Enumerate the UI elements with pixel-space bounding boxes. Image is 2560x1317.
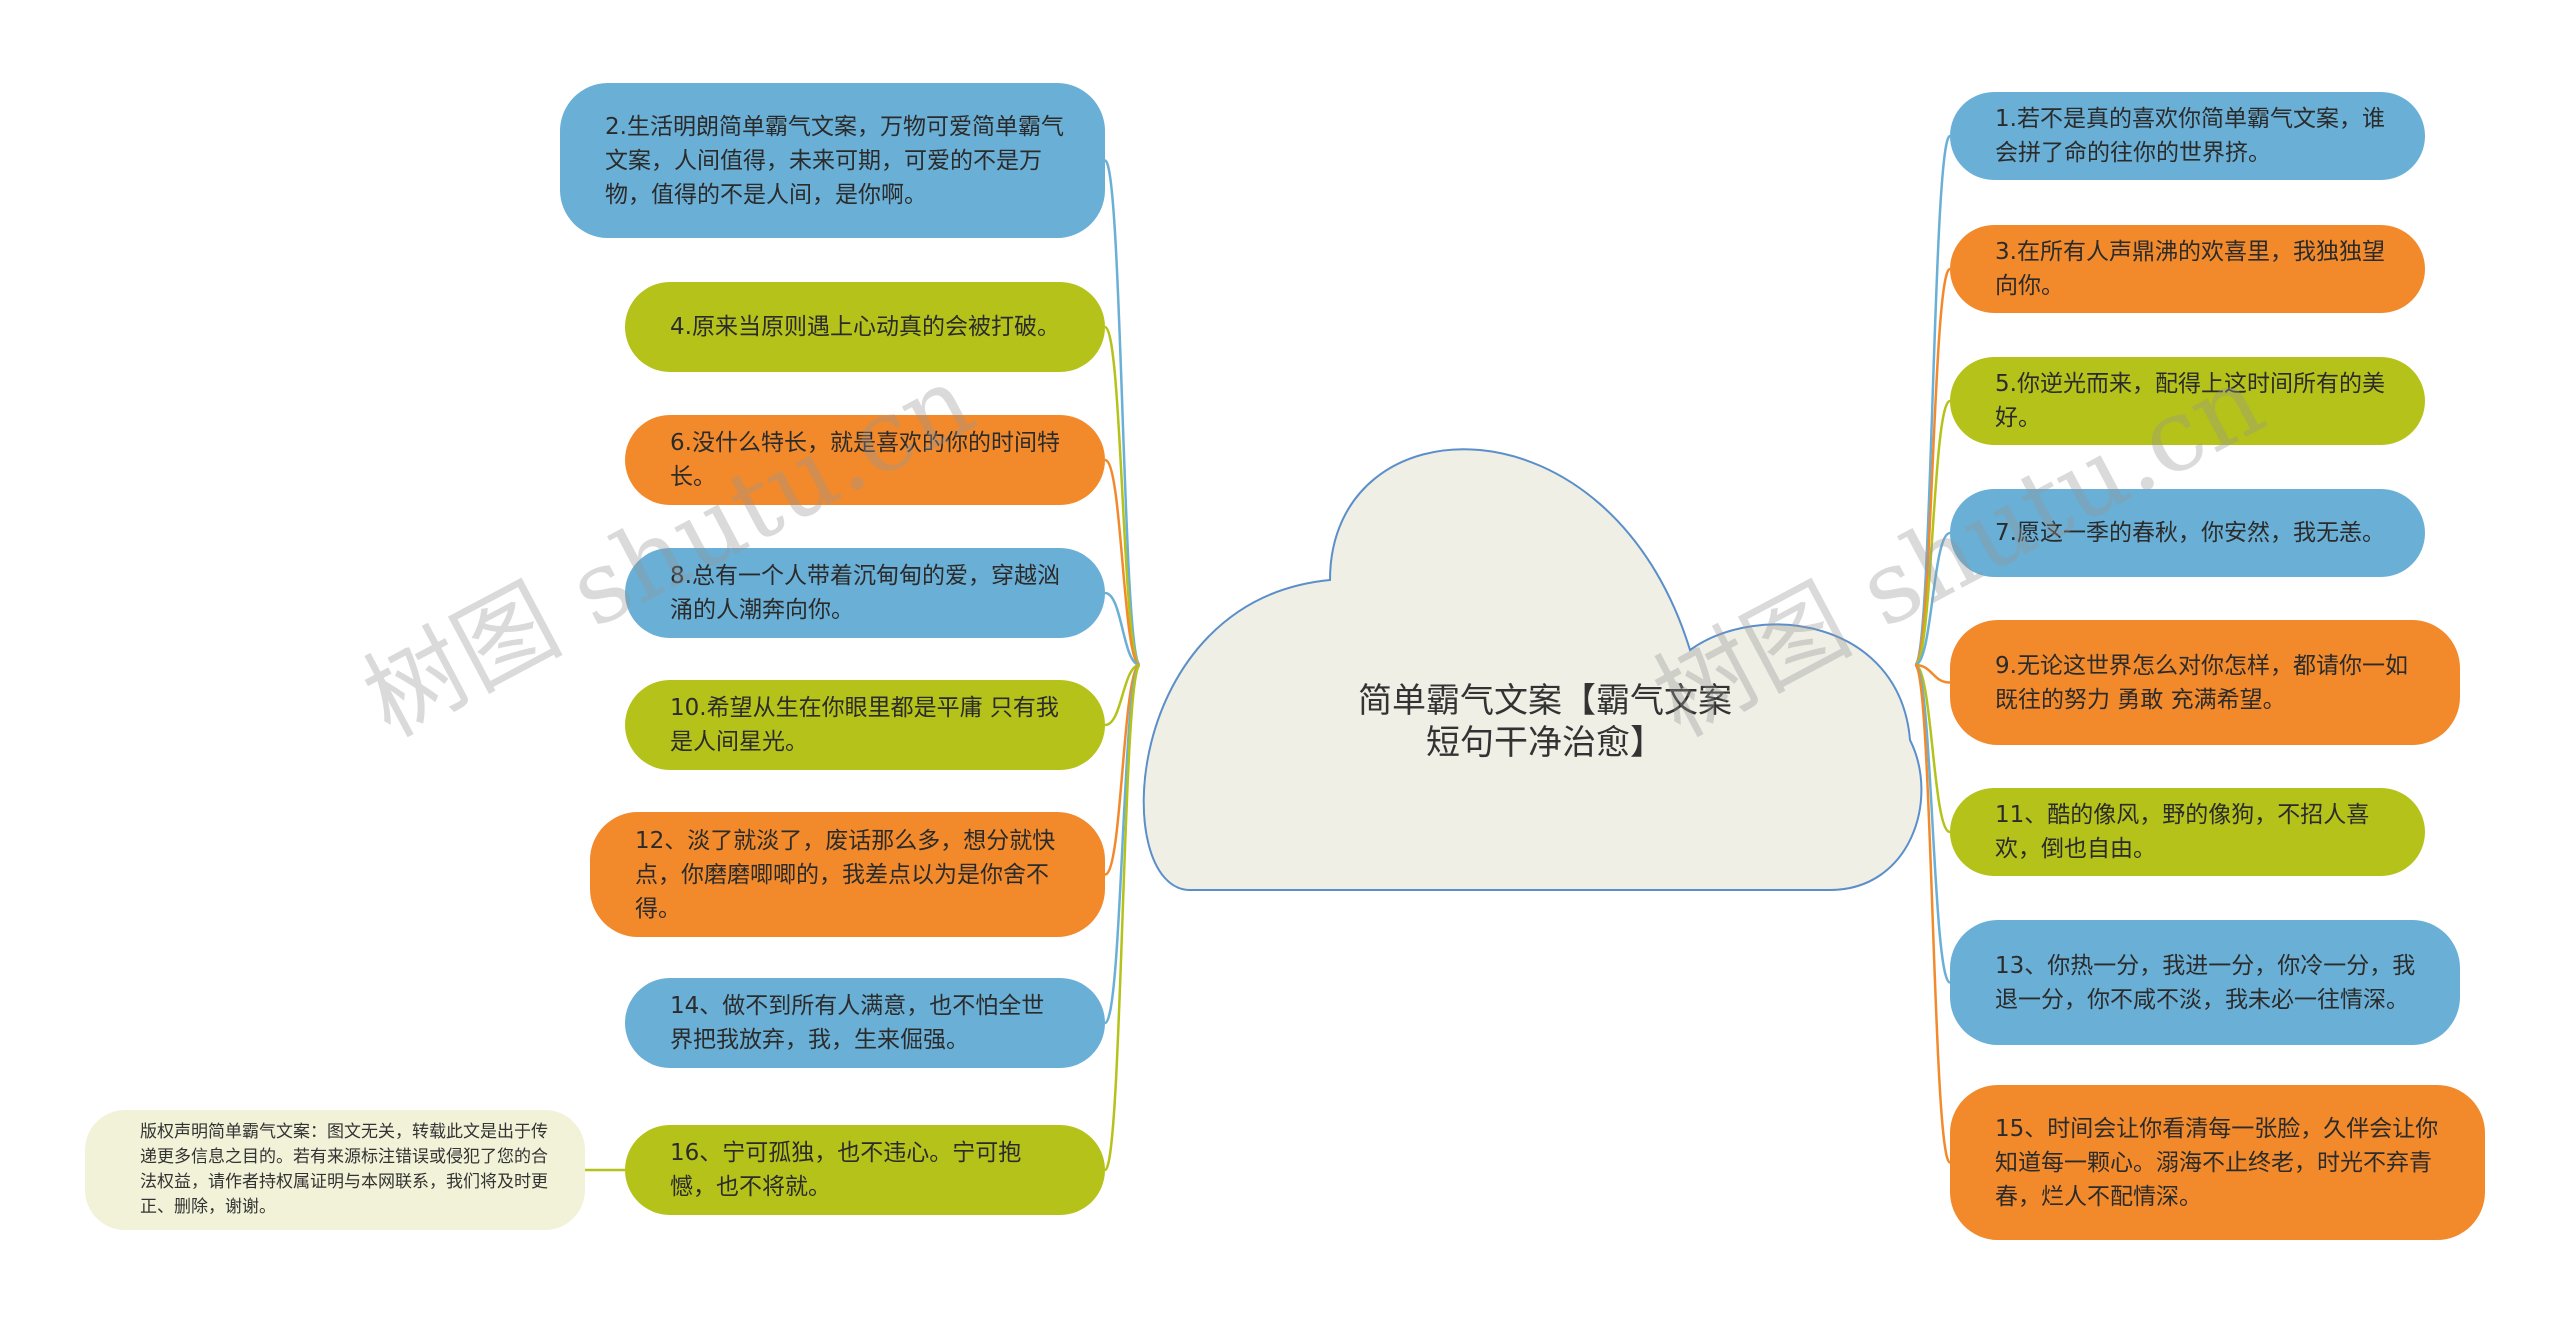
right-node-7[interactable]: 7.愿这一季的春秋，你安然，我无恙。 [1950,489,2425,577]
right-node-1[interactable]: 1.若不是真的喜欢你简单霸气文案，谁会拼了命的往你的世界挤。 [1950,92,2425,180]
left-node-16[interactable]: 16、宁可孤独，也不违心。宁可抱憾，也不将就。 [625,1125,1105,1215]
left-node-4[interactable]: 4.原来当原则遇上心动真的会被打破。 [625,282,1105,372]
connector-left-2 [1104,458,1141,667]
connector-left-4 [1104,663,1141,727]
right-node-5[interactable]: 5.你逆光而来，配得上这时间所有的美好。 [1950,357,2425,445]
right-node-9[interactable]: 9.无论这世界怎么对你怎样，都请你一如既往的努力 勇敢 充满希望。 [1950,620,2460,745]
connector-right-2 [1913,399,1952,667]
right-node-3[interactable]: 3.在所有人声鼎沸的欢喜里，我独独望向你。 [1950,225,2425,313]
left-node-2[interactable]: 2.生活明朗简单霸气文案，万物可爱简单霸气文案，人间值得，未来可期，可爱的不是万… [560,83,1105,238]
connectors [585,134,1952,1172]
connector-left-3 [1104,591,1141,667]
connector-left-1 [1103,325,1142,667]
center-cloud [1142,448,1923,891]
connector-right-1 [1913,267,1952,667]
left-node-6[interactable]: 6.没什么特长，就是喜欢的你的时间特长。 [625,415,1105,505]
connector-right-7 [1913,663,1952,1164]
left-node-8[interactable]: 8.总有一个人带着沉甸甸的爱，穿越汹涌的人潮奔向你。 [625,548,1105,638]
right-node-13[interactable]: 13、你热一分，我进一分，你冷一分，我退一分，你不咸不淡，我未必一往情深。 [1950,920,2460,1045]
copyright-note: 版权声明简单霸气文案：图文无关，转载此文是出于传递更多信息之目的。若有来源标注错… [85,1110,585,1230]
connector-right-5 [1914,663,1951,834]
left-node-14[interactable]: 14、做不到所有人满意，也不怕全世界把我放弃，我，生来倔强。 [625,978,1105,1068]
connector-right-3 [1914,531,1951,667]
connector-left-5 [1103,663,1142,876]
left-node-10[interactable]: 10.希望从生在你眼里都是平庸 只有我是人间星光。 [625,680,1105,770]
connector-left-0 [1103,159,1142,667]
center-topic[interactable]: 简单霸气文案【霸气文案 短句干净治愈】 [1315,680,1775,764]
right-node-11[interactable]: 11、酷的像风，野的像狗，不招人喜欢，倒也自由。 [1950,788,2425,876]
connector-left-6 [1103,663,1142,1025]
center-topic-line2: 短句干净治愈】 [1426,723,1664,763]
connector-left-7 [1103,663,1142,1172]
center-topic-line1: 简单霸气文案【霸气文案 [1358,681,1732,721]
connector-right-4 [1914,663,1951,684]
right-node-15[interactable]: 15、时间会让你看清每一张脸，久伴会让你知道每一颗心。溺海不止终老，时光不弃青春… [1950,1085,2485,1240]
left-node-12[interactable]: 12、淡了就淡了，废话那么多，想分就快点，你磨磨唧唧的，我差点以为是你舍不得。 [590,812,1105,937]
